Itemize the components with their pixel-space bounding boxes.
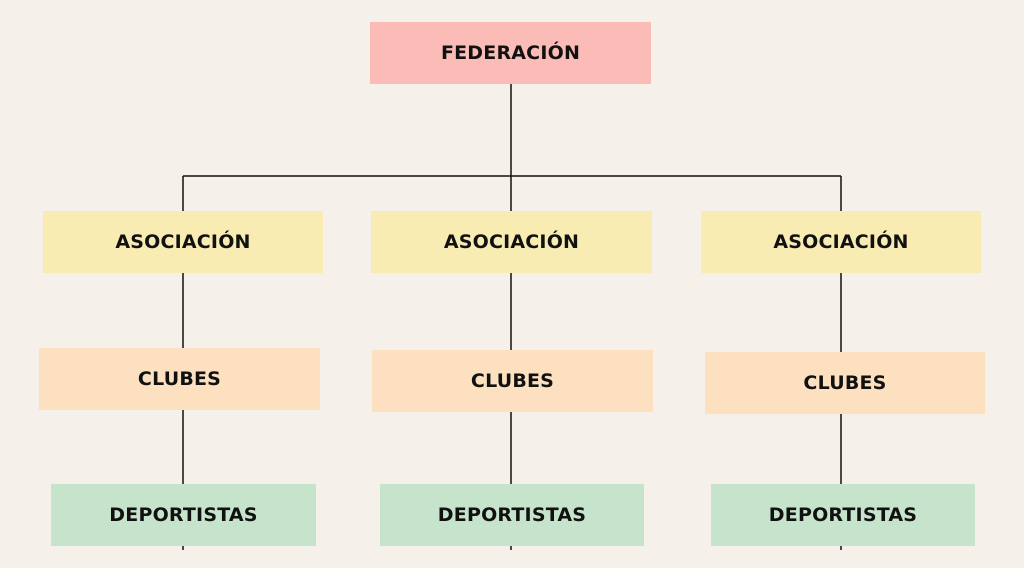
athletes-label: DEPORTISTAS: [437, 504, 587, 526]
federation-node: FEDERACIÓN: [370, 22, 651, 84]
association-label: ASOCIACIÓN: [443, 231, 580, 253]
athletes-node-2: DEPORTISTAS: [380, 484, 644, 546]
association-label: ASOCIACIÓN: [773, 231, 909, 253]
athletes-node-1: DEPORTISTAS: [51, 484, 316, 546]
clubs-node-2: CLUBES: [372, 350, 653, 412]
clubs-node-3: CLUBES: [705, 352, 985, 414]
association-node-3: ASOCIACIÓN: [701, 211, 981, 273]
clubs-label: CLUBES: [803, 372, 887, 394]
clubs-node-1: CLUBES: [39, 348, 320, 410]
clubs-label: CLUBES: [470, 370, 555, 392]
athletes-node-3: DEPORTISTAS: [711, 484, 975, 546]
athletes-label: DEPORTISTAS: [768, 504, 918, 526]
association-label: ASOCIACIÓN: [115, 231, 251, 253]
association-node-2: ASOCIACIÓN: [371, 211, 652, 273]
athletes-label: DEPORTISTAS: [109, 504, 258, 526]
clubs-label: CLUBES: [137, 368, 222, 390]
association-node-1: ASOCIACIÓN: [43, 211, 323, 273]
federation-label: FEDERACIÓN: [440, 42, 581, 64]
